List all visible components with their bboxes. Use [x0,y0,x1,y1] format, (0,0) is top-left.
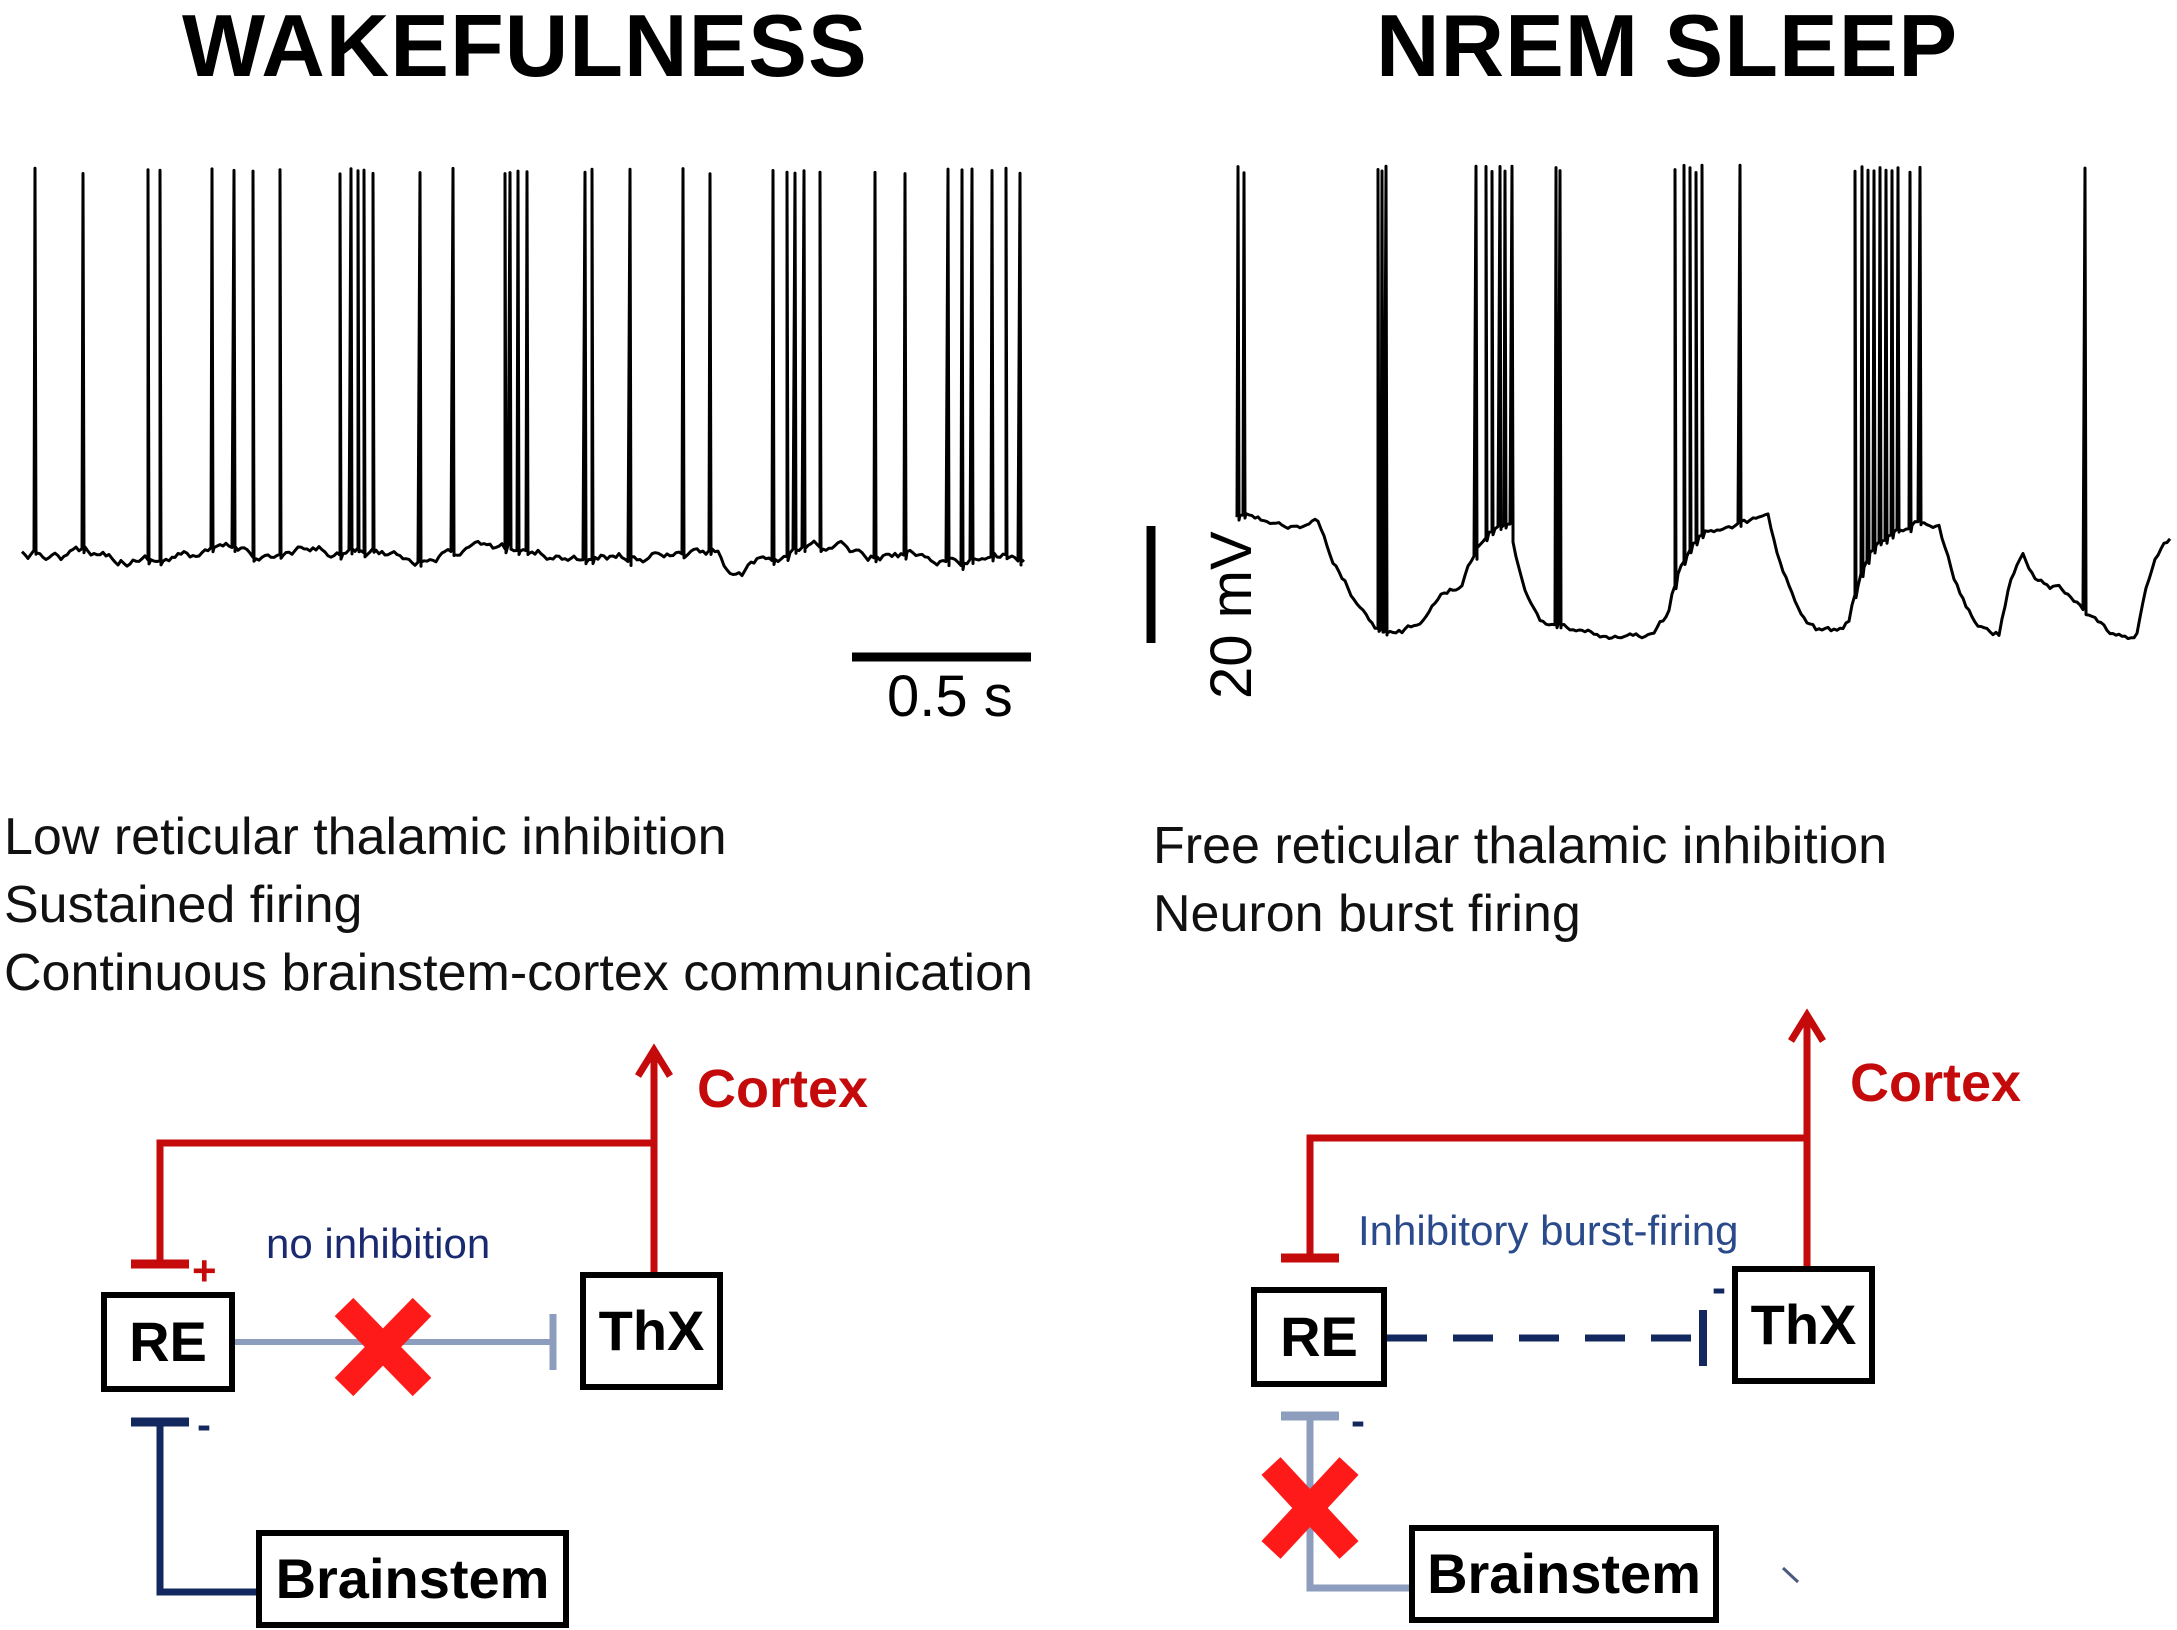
left-diagram-wires [131,1043,673,1596]
right-description-line-1: Free reticular thalamic inhibition [1153,817,1888,875]
left-plus-sign: + [192,1247,217,1294]
left-cortex-label: Cortex [697,1059,869,1119]
right-thx-minus-sign: - [1712,1264,1726,1311]
time-scale-label: 0.5 s [887,664,1013,729]
right-diagram-wires [1281,1008,1826,1592]
right-inhibitory-burst-label: Inhibitory burst-firing [1358,1207,1739,1254]
nrem-membrane-trace [1235,163,2172,641]
voltage-scale-label: 20 mV [1199,531,1264,699]
right-thx-to-re-excitation [1306,1134,1807,1258]
right-brainstem-box-label: Brainstem [1427,1542,1701,1605]
left-description-line-3: Continuous brainstem-cortex communicatio… [4,944,1033,1002]
right-description-line-2: Neuron burst firing [1153,885,1581,943]
left-thx-box-label: ThX [598,1299,705,1362]
wake-membrane-trace [20,166,1026,578]
left-cortex-arrowhead [635,1043,673,1078]
left-description-line-2: Sustained firing [4,876,363,934]
left-brainstem-box: Brainstem [256,1530,569,1628]
left-no-inhibition-label: no inhibition [266,1220,491,1267]
wakefulness-title: WAKEFULNESS [182,0,868,95]
left-minus-sign: - [197,1401,211,1448]
right-cortex-arrowhead [1788,1008,1826,1043]
left-thx-box: ThX [580,1272,723,1390]
left-thx-to-re-excitation [156,1139,654,1264]
right-brainstem-box: Brainstem [1409,1525,1719,1623]
right-thx-box: ThX [1732,1266,1875,1384]
right-re-box-label: RE [1280,1305,1358,1368]
left-description-line-1: Low reticular thalamic inhibition [4,808,727,866]
nrem-sleep-title: NREM SLEEP [1376,0,1959,95]
left-block-cross-icon [334,1297,432,1397]
right-re-minus-sign: - [1351,1397,1365,1444]
right-brainstem-to-re [1306,1416,1409,1592]
right-re-box: RE [1251,1287,1387,1387]
left-brainstem-box-label: Brainstem [275,1547,550,1610]
right-description: Free reticular thalamic inhibition Neuro… [1153,812,1887,948]
right-block-cross-icon [1261,1457,1359,1559]
left-description: Low reticular thalamic inhibition Sustai… [4,803,1033,1007]
left-re-box-label: RE [129,1310,207,1373]
right-cortex-label: Cortex [1850,1053,2022,1113]
right-thx-box-label: ThX [1750,1293,1857,1356]
left-brainstem-to-re [156,1422,256,1596]
nrem-trace [1235,163,2172,641]
left-re-box: RE [101,1292,235,1392]
wake-trace [20,166,1026,578]
right-stray-mark [1781,1566,1800,1584]
